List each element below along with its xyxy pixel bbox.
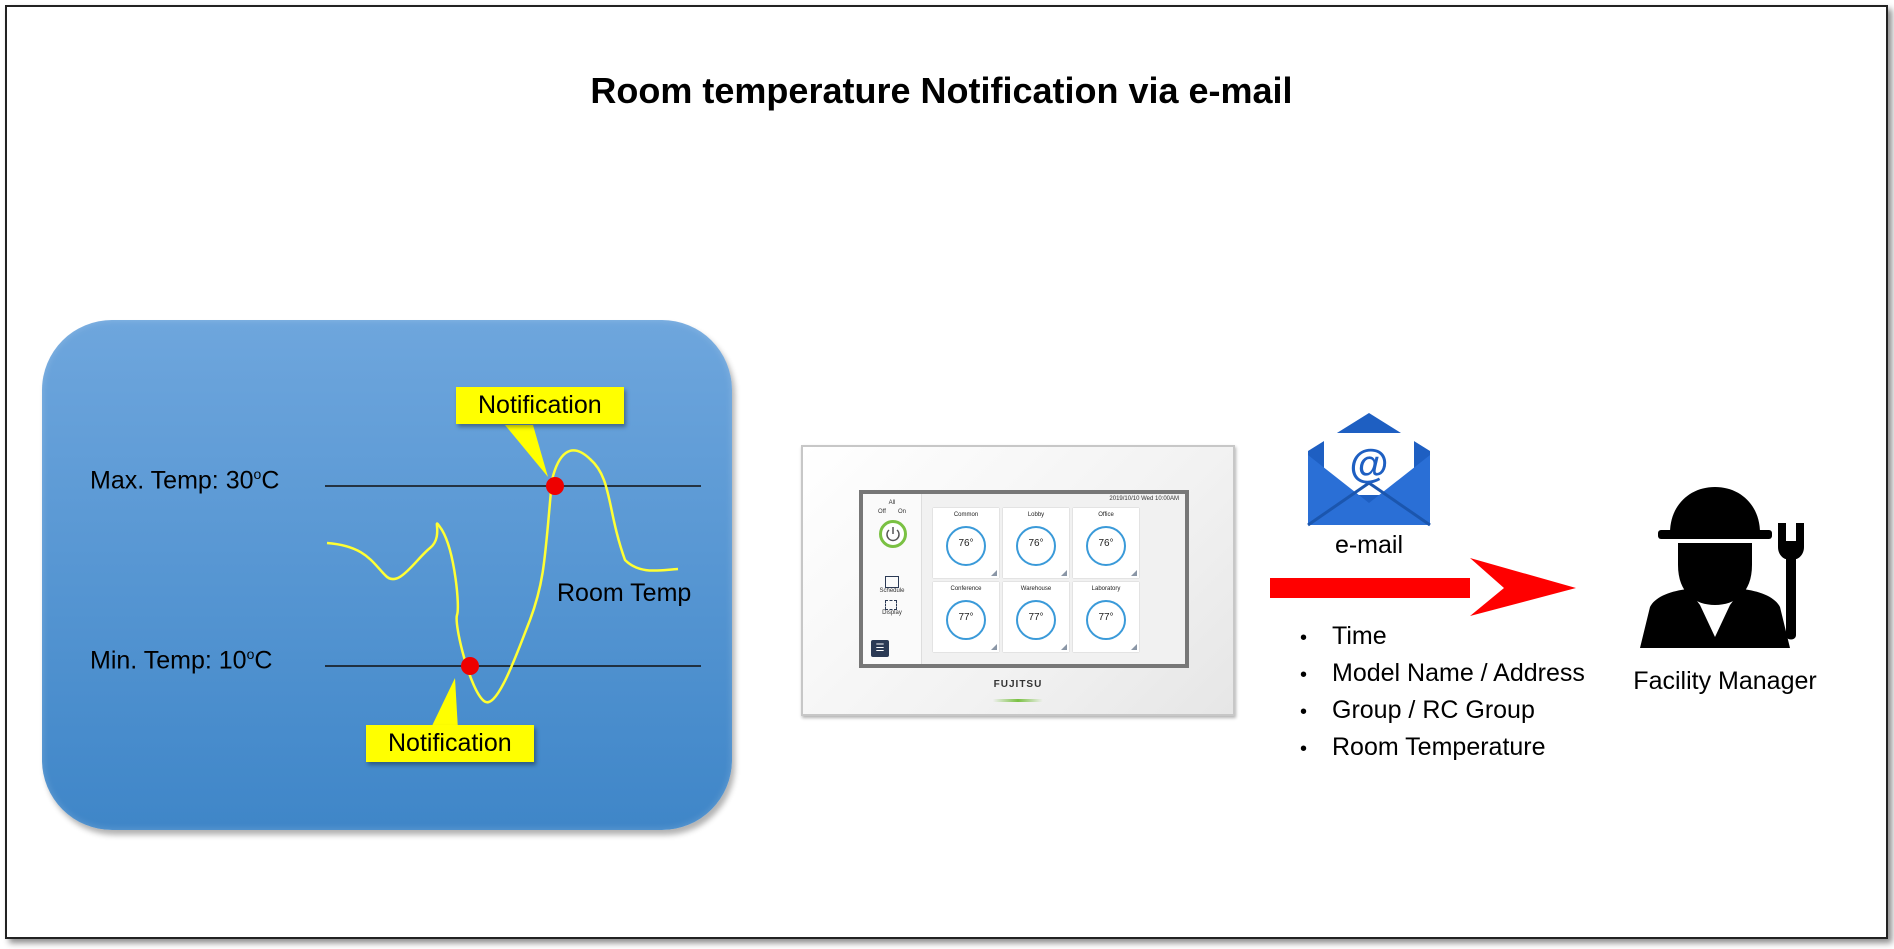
email-content-item: Room Temperature [1300, 730, 1585, 767]
temp-ring [1016, 526, 1056, 566]
tile-corner-icon [1131, 570, 1137, 576]
zone-tile-conference[interactable]: Conference 77° [933, 582, 999, 652]
temp-ring [1086, 526, 1126, 566]
controller-datetime: 2019/10/10 Wed 10:00AM [1109, 496, 1179, 502]
max-notification-dot [546, 477, 564, 495]
on-label: On [897, 509, 906, 515]
email-content-item: Group / RC Group [1300, 693, 1585, 730]
off-label: Off [878, 509, 886, 515]
controller-screen: All Off On Schedule Display ☰ 2019/10/10… [859, 490, 1189, 668]
temp-ring [1016, 600, 1056, 640]
zone-tile-office[interactable]: Office 76° [1073, 508, 1139, 578]
zone-tile-common[interactable]: Common 76° [933, 508, 999, 578]
max-temp-label: Max. Temp: 30oC [90, 466, 280, 495]
zone-tile-lobby[interactable]: Lobby 76° [1003, 508, 1069, 578]
facility-manager-label: Facility Manager [1633, 667, 1817, 695]
tile-corner-icon [1061, 570, 1067, 576]
temp-ring [946, 526, 986, 566]
upper-callout-pointer [505, 425, 548, 477]
menu-icon[interactable]: ☰ [871, 640, 889, 657]
brand-led-bar [993, 699, 1043, 702]
touch-controller-device: All Off On Schedule Display ☰ 2019/10/10… [801, 445, 1235, 716]
min-notification-dot [461, 657, 479, 675]
email-content-item: Model Name / Address [1300, 656, 1585, 693]
tile-corner-icon [1061, 644, 1067, 650]
send-arrow [1270, 558, 1576, 616]
display-label: Display [882, 610, 902, 616]
tile-corner-icon [991, 644, 997, 650]
schedule-icon[interactable] [885, 576, 899, 588]
controller-sidebar: All Off On Schedule Display ☰ [863, 494, 922, 664]
brand-logo: FUJITSU [993, 679, 1043, 690]
display-icon[interactable] [885, 600, 897, 610]
upper-notification-callout: Notification [456, 387, 624, 424]
min-temp-label: Min. Temp: 10oC [90, 646, 273, 675]
tile-corner-icon [991, 570, 997, 576]
email-content-item: Time [1300, 619, 1585, 656]
all-label: All [888, 500, 896, 506]
envelope-at-icon: @ [1307, 413, 1431, 527]
email-contents-list: Time Model Name / Address Group / RC Gro… [1300, 619, 1585, 767]
temp-ring [946, 600, 986, 640]
power-icon[interactable] [879, 520, 907, 548]
zone-tile-laboratory[interactable]: Laboratory 77° [1073, 582, 1139, 652]
zone-tile-warehouse[interactable]: Warehouse 77° [1003, 582, 1069, 652]
schedule-label: Schedule [879, 588, 905, 594]
at-symbol: @ [1349, 442, 1388, 486]
temp-ring [1086, 600, 1126, 640]
tile-corner-icon [1131, 644, 1137, 650]
power-glyph [886, 527, 900, 542]
room-temp-curve [326, 449, 679, 704]
lower-callout-pointer [430, 678, 458, 730]
email-label: e-mail [1334, 531, 1404, 559]
lower-notification-callout: Notification [366, 725, 534, 762]
diagram-title: Room temperature Notification via e-mail [590, 70, 1293, 111]
facility-manager-icon [1640, 487, 1804, 648]
room-temp-label: Room Temp [557, 579, 692, 607]
